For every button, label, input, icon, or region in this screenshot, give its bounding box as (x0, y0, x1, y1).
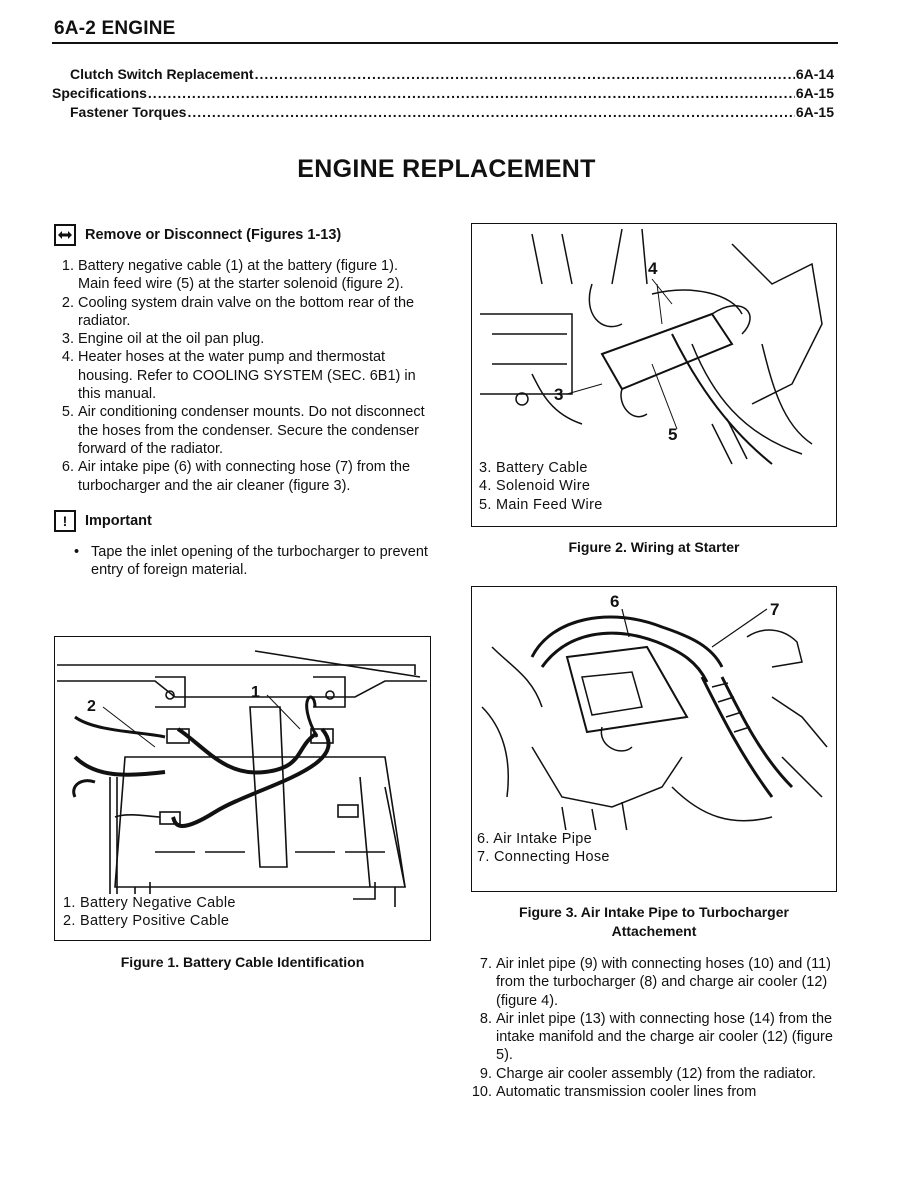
step-number: 5. (61, 404, 74, 421)
bullet-icon: • (74, 543, 80, 560)
toc-leader (148, 85, 795, 101)
figure-1-caption: Figure 1. Battery Cable Identification (120, 954, 365, 970)
step-number: 2. (61, 294, 74, 311)
callout-7: 7 (770, 600, 779, 619)
legend-item: 5. Main Feed Wire (479, 496, 603, 513)
step-number: 6. (61, 459, 74, 476)
step-text: Air conditioning condenser mounts. Do no… (78, 404, 425, 457)
section-title: ENGINE REPLACEMENT (297, 155, 596, 183)
step-number: 1. (61, 258, 74, 274)
step-number: 8. (479, 1010, 492, 1027)
step-number: 10. (471, 1084, 492, 1101)
header-rule (52, 42, 838, 44)
legend-item: 4. Solenoid Wire (479, 478, 591, 495)
procedure-step: 2.Cooling system drain valve on the bott… (54, 294, 430, 331)
step-number: 3. (61, 331, 74, 348)
procedure-step: 8.Air inlet pipe (13) with connecting ho… (470, 1010, 846, 1065)
toc-page: 6A-15 (795, 104, 834, 120)
toc-row[interactable]: Specifications 6A-15 (52, 85, 834, 104)
step-text: Heater hoses at the water pump and therm… (78, 349, 416, 403)
procedure-heading-text: Remove or Disconnect (Figures 1-13) (85, 227, 342, 243)
step-text: Air intake pipe (6) with connecting hose… (78, 459, 411, 494)
figure-3-legend: 6. Air Intake Pipe 7. Connecting Hose (477, 830, 657, 867)
procedure-step: 9.Charge air cooler assembly (12) from t… (470, 1065, 846, 1083)
callout-4: 4 (648, 259, 658, 278)
step-text: Air inlet pipe (9) with connecting hoses… (496, 956, 832, 1009)
step-text: Charge air cooler assembly (12) from the… (496, 1065, 816, 1082)
step-text: Cooling system drain valve on the bottom… (78, 294, 415, 329)
step-number: 4. (61, 349, 74, 366)
figure-2-caption: Figure 2. Wiring at Starter (568, 539, 740, 555)
legend-item: 6. Air Intake Pipe (477, 831, 593, 847)
figure-3-caption-line2: Attachement (611, 922, 697, 939)
callout-2: 2 (87, 698, 96, 715)
legend-item: 3. Battery Cable (479, 460, 588, 476)
procedure-step: 5.Air conditioning condenser mounts. Do … (54, 403, 430, 458)
toc-label: Clutch Switch Replacement (70, 66, 254, 82)
legend-item: 7. Connecting Hose (477, 849, 610, 866)
figure-1-legend: 1. Battery Negative Cable 2. Battery Pos… (63, 894, 353, 931)
important-bullet-text: Tape the inlet opening of the turbocharg… (91, 543, 428, 579)
callout-5: 5 (668, 425, 677, 444)
procedure-steps: 1.Battery negative cable (1) at the batt… (54, 257, 430, 495)
toc-row[interactable]: Clutch Switch Replacement 6A-14 (52, 66, 834, 85)
callout-1: 1 (251, 684, 260, 701)
step-text: Automatic transmission cooler lines from (496, 1084, 757, 1101)
step-number: 7. (479, 956, 492, 972)
procedure-heading: Remove or Disconnect (Figures 1-13) (54, 222, 430, 248)
toc-row[interactable]: Fastener Torques 6A-15 (52, 104, 834, 123)
procedure-step: 3.Engine oil at the oil pan plug. (54, 330, 430, 348)
procedure-steps-continued: 7.Air inlet pipe (9) with connecting hos… (470, 955, 846, 1101)
procedure-step: 10.Automatic transmission cooler lines f… (470, 1083, 846, 1101)
procedure-step: 4.Heater hoses at the water pump and the… (54, 348, 430, 403)
toc-label: Specifications (52, 85, 147, 101)
legend-item: 2. Battery Positive Cable (63, 913, 230, 930)
remove-disconnect-icon (54, 224, 76, 246)
toc-label: Fastener Torques (70, 104, 187, 120)
step-text: Battery negative cable (1) at the batter… (78, 258, 404, 293)
important-icon: ! (54, 509, 76, 532)
toc-leader (255, 66, 795, 82)
figure-1-illustration: 2 1 (57, 650, 427, 927)
important-heading-text: Important (85, 512, 152, 529)
legend-item: 1. Battery Negative Cable (63, 895, 236, 911)
important-bullet: • Tape the inlet opening of the turbocha… (54, 543, 430, 580)
figure-3-caption-line1: Figure 3. Air Intake Pipe to Turbocharge… (519, 904, 789, 920)
step-text: Air inlet pipe (13) with connecting hose… (496, 1010, 833, 1064)
figure-2-box: 4 3 5 3. Battery Cable 4. Solenoid Wire … (471, 223, 837, 527)
figure-3-illustration: 6 7 (481, 592, 828, 838)
callout-6: 6 (610, 592, 619, 611)
figure-2-illustration: 4 3 5 (480, 228, 823, 465)
figure-3-box: 6 7 6. Air Intake Pipe 7. Connecting Hos… (471, 586, 837, 892)
procedure-step: 7.Air inlet pipe (9) with connecting hos… (470, 955, 846, 1010)
toc-leader (187, 104, 794, 120)
page-header-title: 6A-2 ENGINE (54, 18, 176, 39)
callout-3: 3 (554, 385, 563, 404)
procedure-step: 6.Air intake pipe (6) with connecting ho… (54, 458, 430, 495)
left-column: Remove or Disconnect (Figures 1-13) 1.Ba… (54, 222, 430, 579)
figure-2-legend: 3. Battery Cable 4. Solenoid Wire 5. Mai… (479, 459, 649, 514)
toc-list: Clutch Switch Replacement 6A-14 Specific… (52, 66, 834, 123)
important-heading: ! Important (54, 509, 430, 533)
figure-3-caption: Figure 3. Air Intake Pipe to Turbocharge… (471, 903, 837, 940)
step-text: Engine oil at the oil pan plug. (78, 331, 265, 348)
procedure-step: 1.Battery negative cable (1) at the batt… (54, 257, 430, 294)
toc-page: 6A-14 (795, 66, 834, 82)
figure-1-box: 2 1 1. Battery Negative Cable 2. Battery… (54, 636, 431, 941)
step-number: 9. (479, 1065, 492, 1082)
toc-page: 6A-15 (795, 85, 834, 101)
